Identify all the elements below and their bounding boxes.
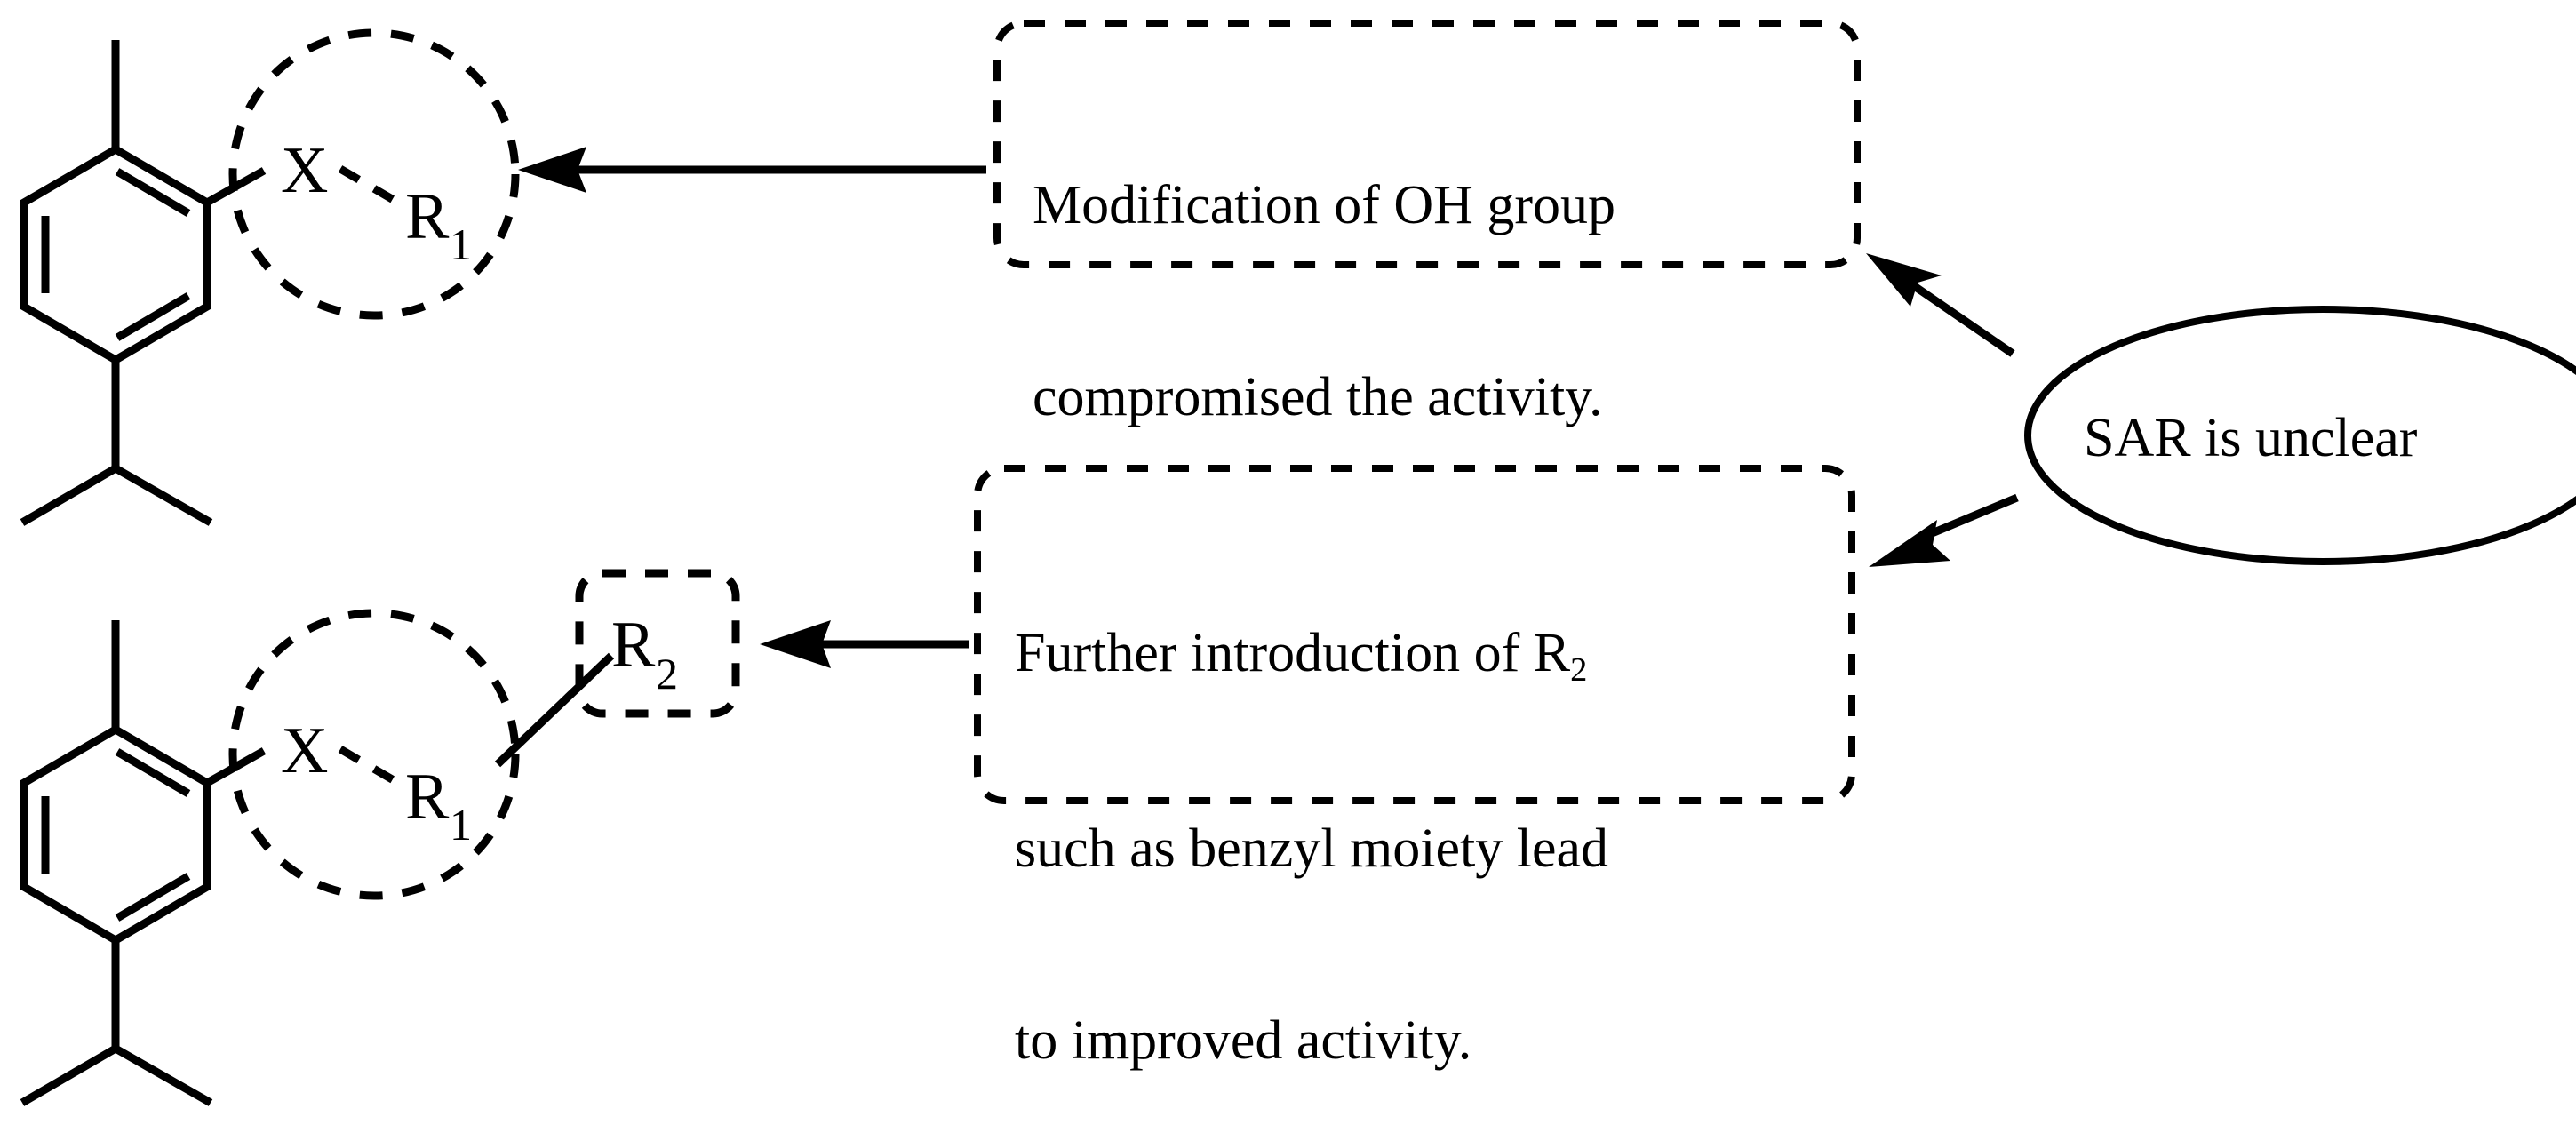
- callout-bottom-border: [974, 465, 1855, 804]
- sar-ellipse-label: SAR is unclear: [2084, 408, 2418, 468]
- callout-top-line-2: compromised the activity.: [1033, 366, 1603, 427]
- callout-bottom-line-1: Further introduction of R2: [1015, 622, 1832, 690]
- isopropyl-methyl-left-bottom: [20, 1045, 118, 1106]
- dashed-highlight-circle-top: [228, 28, 520, 320]
- atom-label-x-bottom: X: [281, 714, 328, 787]
- arrow-left-bottom: [760, 620, 969, 668]
- arrow-diagonal-up-left-shaft: [1908, 280, 2015, 357]
- atom-label-r2: R: [611, 609, 656, 682]
- ring-double-bond-bottom-2: [115, 873, 191, 922]
- atom-label-r1-bottom: R: [405, 761, 450, 834]
- isopropyl-methyl-right-top: [113, 465, 213, 526]
- ring-double-bond-top-1: [115, 168, 191, 217]
- callout-top-border: [993, 20, 1861, 268]
- atom-sub-r1-top: 1: [450, 219, 472, 269]
- x-to-r1-dashed-bond-bottom: [338, 746, 401, 786]
- callout-top-line-1: Modification of OH group: [1033, 174, 1616, 235]
- arrow-diagonal-up-left: [1866, 253, 2015, 357]
- ring-double-bond-bottom-1: [115, 748, 191, 797]
- callout-bottom-text: Further introduction of R2 such as benzy…: [1015, 494, 1832, 1125]
- r1-to-r2-bond: [494, 652, 615, 768]
- x-to-r1-dashed-bond-top: [338, 165, 401, 206]
- arrow-diagonal-down-left-head: [1869, 520, 1950, 567]
- arrow-left-bottom-head: [760, 620, 831, 668]
- atom-label-r1-top: R: [405, 180, 450, 253]
- benzene-ring-top: [20, 144, 211, 365]
- arrow-left-top: [518, 147, 986, 193]
- arrow-diagonal-down-left: [1869, 493, 2019, 567]
- arrow-left-top-head: [518, 147, 586, 193]
- structure-bottom: X R 1 R 2: [20, 569, 740, 1106]
- atom-label-x-top: X: [281, 134, 328, 207]
- callout-bottom-line-1-main: Further introduction of R: [1015, 622, 1571, 683]
- callout-bottom-line-1-sub: 2: [1570, 650, 1588, 689]
- isopropyl-methyl-left-top: [20, 465, 118, 526]
- ring-double-bond-top-2: [115, 292, 191, 341]
- structure-top: X R 1: [20, 28, 520, 526]
- callout-top-text: Modification of OH group compromised the…: [1033, 46, 1832, 557]
- atom-sub-r1-bottom: 1: [450, 800, 472, 850]
- benzene-ring-bottom: [20, 724, 211, 945]
- isopropyl-methyl-right-bottom: [113, 1045, 213, 1106]
- arrow-diagonal-up-left-head: [1866, 253, 1942, 307]
- dashed-highlight-box-r2: [575, 569, 740, 718]
- dashed-highlight-circle-bottom: [228, 609, 520, 900]
- callout-bottom-line-3: to improved activity.: [1015, 1009, 1472, 1071]
- atom-sub-r2: 2: [656, 649, 678, 698]
- sar-ellipse-border: [2024, 306, 2576, 565]
- callout-bottom-line-2: such as benzyl moiety lead: [1015, 818, 1609, 879]
